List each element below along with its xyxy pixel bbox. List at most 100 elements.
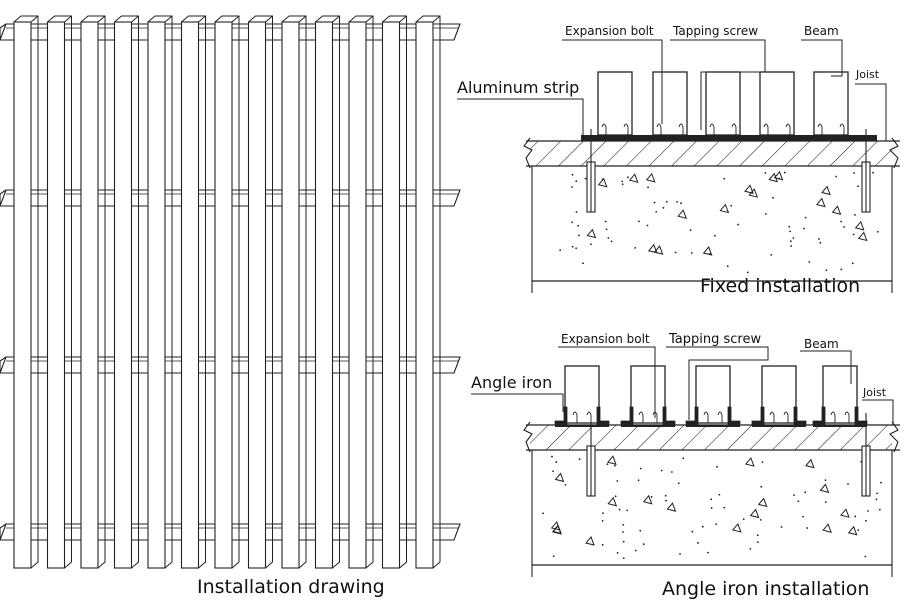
leader-line [670,39,766,130]
angle-iron [812,406,826,425]
aggregate-stone [653,245,664,255]
beam [813,71,849,136]
angle-iron-installation-section [471,346,900,577]
concrete-speck [664,494,667,497]
concrete-speck [783,171,786,174]
beam [705,71,741,136]
concrete-speck [804,491,807,494]
concrete-speck [713,234,716,237]
aggregate-stone [815,197,826,208]
slat-side [348,15,374,569]
concrete-speck [875,498,878,501]
slat-side [214,15,240,569]
concrete-speck [647,186,649,189]
slat [281,21,300,569]
concrete-speck [634,246,637,249]
beam [695,365,731,424]
aggregate-stone [757,497,768,508]
concrete-speck [756,541,759,544]
rail-end [0,23,7,40]
concrete-speck [634,549,637,552]
leader-line [457,98,584,138]
concrete-speck [749,547,752,550]
aggregate-stone [847,525,858,536]
concrete-speck [590,243,592,246]
concrete-speck [622,523,625,526]
concrete-speck [662,206,665,209]
concrete-speck [867,510,869,512]
concrete-speck [723,506,726,509]
concrete-speck [604,220,607,223]
concrete-speck [742,518,745,521]
concrete-speck [660,469,663,472]
aggregate-stone [744,184,754,195]
beam [759,71,795,136]
concrete-speck [793,494,795,497]
concrete-speck [770,253,773,256]
concrete-speck [606,463,609,466]
concrete-speck [792,237,795,239]
tapping-screw [572,411,578,423]
angle-iron [751,406,765,425]
fixed-installation-caption: Fixed installation [700,275,861,297]
hatched-slab [530,141,892,166]
concrete-speck [847,482,849,485]
aluminum-strip [581,135,877,141]
concrete-speck [691,530,694,533]
concrete-speck [614,495,617,498]
slat [113,21,133,569]
tapping-screw [638,411,644,423]
installation-drawing [0,15,461,569]
concrete-speck [616,480,619,482]
concrete-speck [864,555,867,558]
tapping-screw [656,123,662,137]
slat [314,21,334,569]
expansion-bolt-label: Expansion bolt [561,332,650,346]
concrete-speck [582,262,584,265]
concrete-speck [614,464,616,467]
concrete-speck [802,515,804,518]
tapping-screw [839,123,845,137]
concrete-speck [680,202,682,205]
concrete-speck [788,225,791,228]
aggregate-stone [550,520,561,531]
aggregate-stone [821,185,831,196]
concrete-speck [760,485,763,488]
concrete-speck [806,527,809,529]
concrete-speck [840,220,843,223]
angle-iron [554,406,568,425]
concrete-speck [759,518,762,521]
tapping-screw [709,123,715,137]
angle-iron [727,406,741,425]
slat [46,21,66,569]
concrete-speck [575,211,578,213]
concrete-speck [665,200,668,203]
leader-line [800,350,852,384]
slat-top-edge [30,15,39,23]
concrete-speck [710,498,713,501]
concrete-speck [772,196,774,199]
slat-side [248,15,273,569]
break-mark-left [523,421,533,453]
aggregate-stone [773,170,784,181]
concrete-speck [575,180,578,183]
slat [214,21,233,569]
aggregate-stone [719,203,730,214]
concrete-speck [854,515,857,518]
concrete-speck [670,471,673,473]
concrete-speck [577,224,580,227]
slat [13,21,32,569]
concrete-speck [627,176,629,179]
concrete-speck [622,531,624,533]
slat-top-edge [265,15,273,23]
concrete-speck [676,200,679,203]
aggregate-stone [805,458,815,469]
concrete-speck [840,268,843,271]
aggregate-stone [677,209,688,219]
aggregate-stone [666,502,677,512]
concrete-speck [607,237,610,239]
aggregate-stone [607,496,618,507]
concrete-speck [789,230,791,233]
concrete-speck [853,172,856,174]
aggregate-stone [586,228,597,239]
